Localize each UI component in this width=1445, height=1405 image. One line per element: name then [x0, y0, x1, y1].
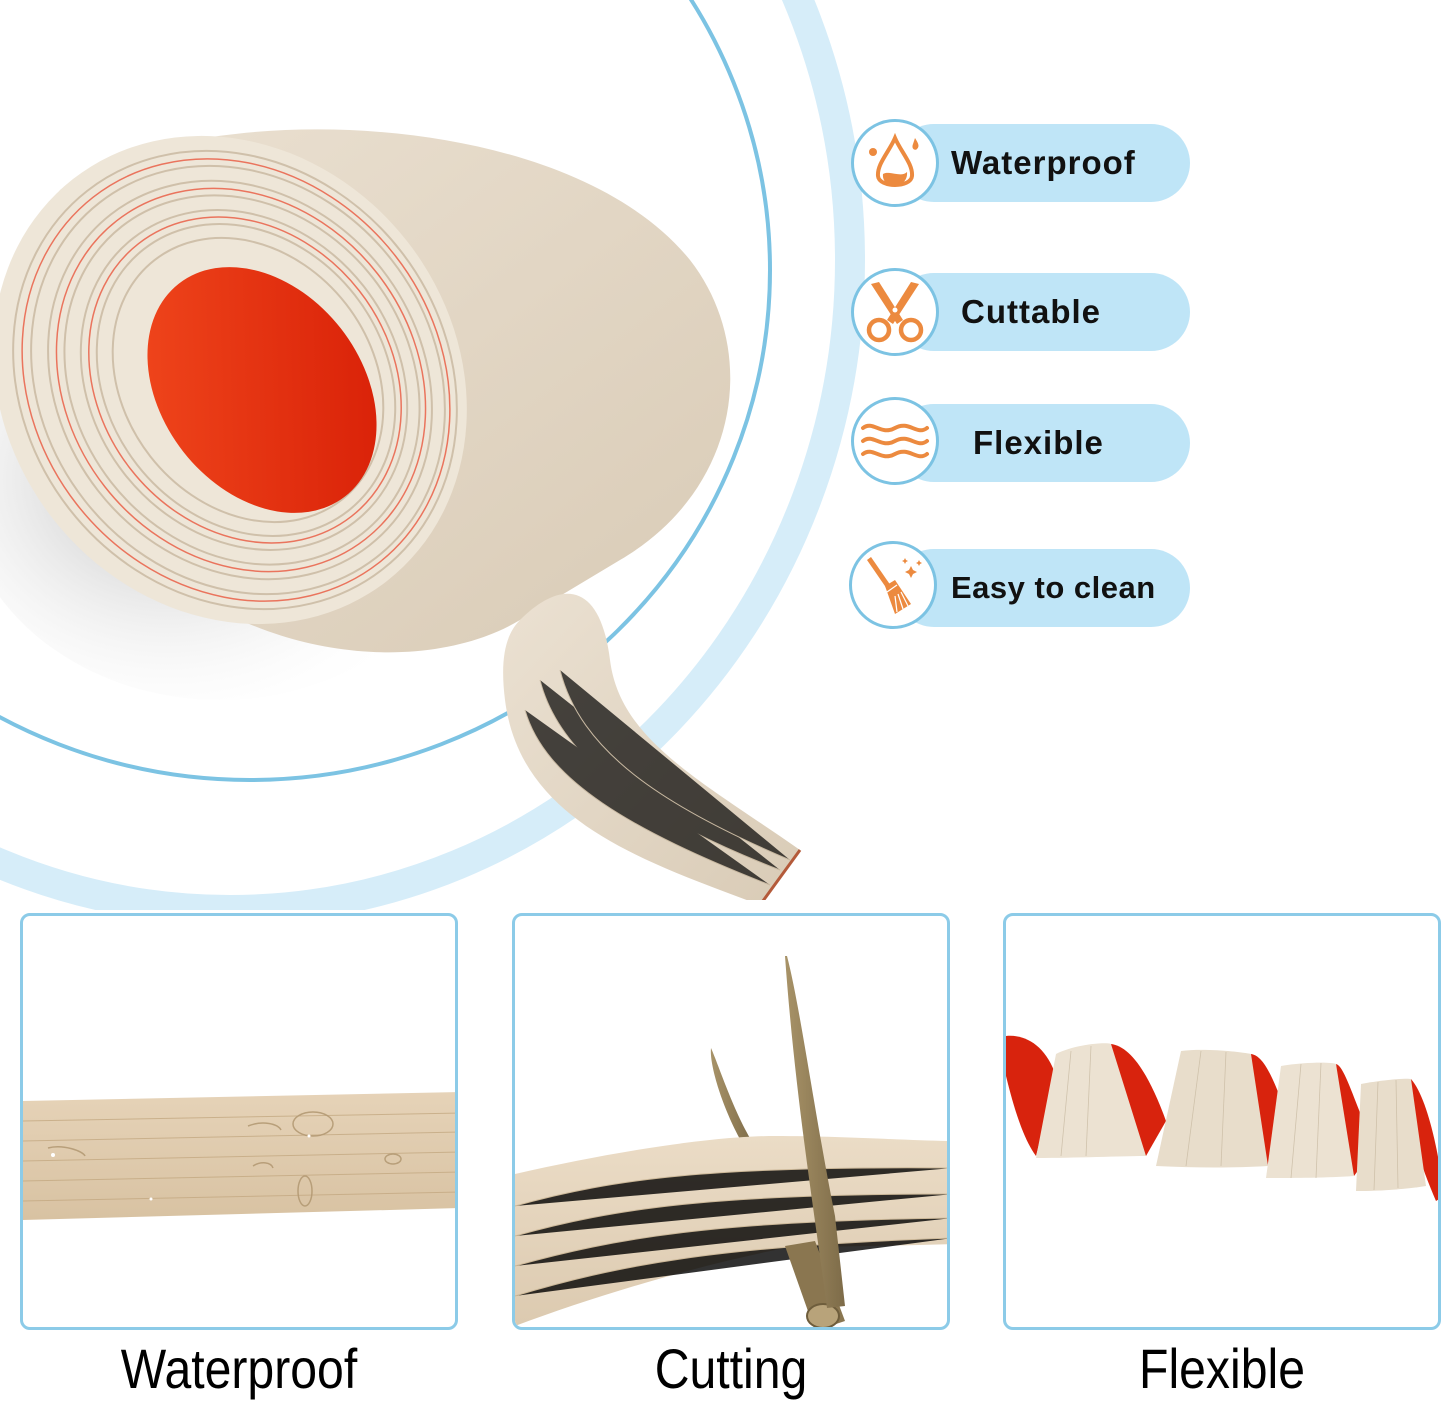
hero-tape-roll	[0, 60, 840, 900]
scissors-cutting-image	[515, 956, 947, 1327]
panel-flexible	[1003, 913, 1441, 1330]
feature-label: Waterproof	[951, 144, 1136, 181]
feature-label: Easy to clean	[951, 570, 1156, 605]
panel-caption-cutting: Cutting	[654, 1337, 808, 1400]
tape-strip-water-image	[23, 1092, 455, 1220]
panel-caption-waterproof: Waterproof	[120, 1337, 358, 1400]
panel-waterproof	[20, 913, 458, 1330]
scissors-icon	[866, 282, 924, 343]
feature-pill: Cuttable	[895, 273, 1190, 351]
feature-badge	[851, 397, 939, 485]
feature-pill: Flexible	[895, 404, 1190, 482]
feature-pill: Waterproof	[895, 124, 1190, 202]
feature-label: Cuttable	[961, 293, 1101, 330]
feature-badge	[851, 268, 939, 356]
feature-badge	[851, 119, 939, 207]
feature-pill: Easy to clean	[895, 549, 1190, 627]
background-rings	[0, 0, 865, 910]
twisted-tape-spiral-image	[1006, 1035, 1438, 1201]
feature-badge	[849, 541, 937, 629]
panel-caption-flexible: Flexible	[1139, 1337, 1305, 1400]
water-drop-icon	[869, 132, 919, 187]
waves-icon	[861, 423, 929, 459]
feature-label: Flexible	[973, 424, 1104, 461]
broom-icon	[867, 557, 922, 614]
panel-cutting	[512, 913, 950, 1330]
